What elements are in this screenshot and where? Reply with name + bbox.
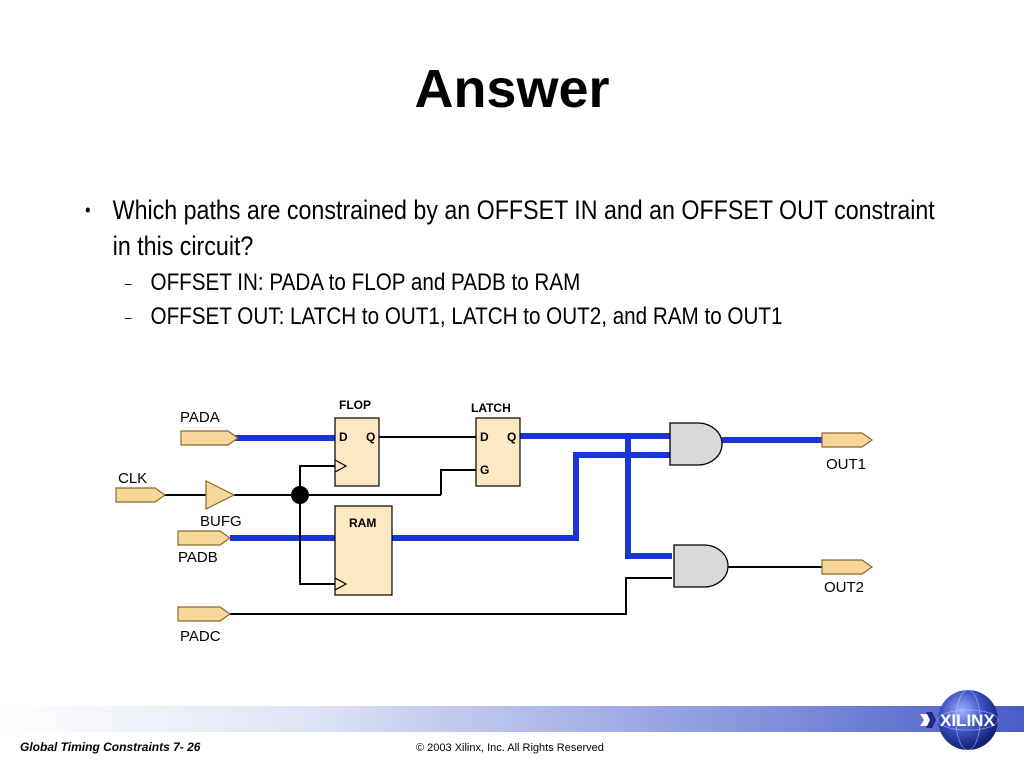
clock-junction-dot bbox=[291, 486, 309, 504]
pad-padb-icon bbox=[177, 530, 232, 546]
sub-bullet-offset-in-text: OFFSET IN: PADA to FLOP and PADB to RAM bbox=[150, 269, 581, 296]
constrained-paths bbox=[230, 433, 822, 559]
latch-g-pin: G bbox=[480, 463, 489, 477]
path-ram-and1 bbox=[392, 452, 672, 541]
label-out2: OUT2 bbox=[824, 579, 864, 596]
bullet-list: • Which paths are constrained by an OFFS… bbox=[80, 192, 980, 332]
footer-band bbox=[0, 706, 1024, 732]
sub-bullet-offset-in: – OFFSET IN: PADA to FLOP and PADB to RA… bbox=[80, 268, 976, 298]
latch-title: LATCH bbox=[471, 401, 511, 415]
label-padc: PADC bbox=[180, 628, 221, 645]
slide-title: Answer bbox=[414, 59, 610, 119]
ram-title: RAM bbox=[349, 516, 376, 530]
latch-block bbox=[475, 417, 521, 487]
label-padb: PADB bbox=[178, 549, 218, 566]
path-latch-and2 bbox=[625, 436, 672, 559]
flop-d-pin: D bbox=[339, 430, 348, 444]
bullet-dot-icon: • bbox=[85, 200, 91, 220]
and-gate-out2-icon bbox=[673, 544, 729, 588]
sub-bullet-offset-out-text: OFFSET OUT: LATCH to OUT1, LATCH to OUT2… bbox=[150, 303, 783, 330]
input-pads bbox=[115, 430, 874, 622]
wire-clk-ram bbox=[299, 495, 335, 585]
footer-course-label: Global Timing Constraints 7- 26 bbox=[20, 740, 201, 754]
ram-clock-marker-icon bbox=[334, 577, 348, 591]
flop-clock-marker-icon bbox=[334, 459, 348, 473]
black-wires bbox=[164, 436, 822, 615]
pad-clk-icon bbox=[115, 487, 167, 503]
label-bufg: BUFG bbox=[200, 513, 242, 530]
and-gate-out1-icon bbox=[669, 422, 723, 466]
ram-block bbox=[334, 505, 393, 596]
pad-out2-icon bbox=[821, 559, 874, 575]
flop-block bbox=[334, 417, 380, 487]
latch-q-pin: Q bbox=[507, 430, 516, 444]
pad-out1-icon bbox=[821, 432, 874, 448]
latch-d-pin: D bbox=[480, 430, 489, 444]
footer-copyright: © 2003 Xilinx, Inc. All Rights Reserved bbox=[416, 742, 604, 754]
pad-pada-icon bbox=[180, 430, 240, 446]
wire-clk-latch-g bbox=[440, 469, 476, 495]
flop-q-pin: Q bbox=[366, 430, 375, 444]
dash-icon: – bbox=[124, 275, 132, 291]
label-out1: OUT1 bbox=[826, 456, 866, 473]
flop-title: FLOP bbox=[339, 398, 371, 412]
label-pada: PADA bbox=[180, 409, 220, 426]
label-clk: CLK bbox=[118, 470, 147, 487]
dash-icon: – bbox=[124, 309, 132, 325]
bullet-question: • Which paths are constrained by an OFFS… bbox=[80, 192, 938, 264]
bullet-question-text: Which paths are constrained by an OFFSET… bbox=[112, 195, 935, 261]
bufg-buffer-icon bbox=[205, 480, 236, 510]
xilinx-logo-icon: XILINX bbox=[920, 689, 999, 751]
circuit-diagram: PADA CLK BUFG PADB PADC OUT1 OUT2 FLOP D… bbox=[115, 398, 874, 645]
xilinx-logo-text: XILINX bbox=[940, 711, 995, 730]
sub-bullet-offset-out: – OFFSET OUT: LATCH to OUT1, LATCH to OU… bbox=[80, 302, 976, 332]
wire-clk-flop bbox=[299, 465, 335, 495]
pad-padc-icon bbox=[177, 606, 232, 622]
wire-padc-and2 bbox=[230, 577, 672, 615]
